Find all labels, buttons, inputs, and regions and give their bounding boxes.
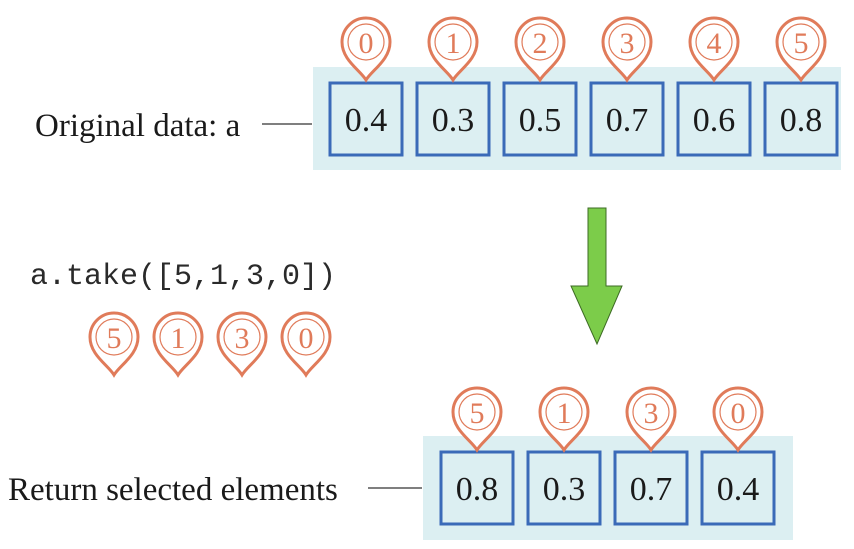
index-pin: 1 (427, 16, 479, 82)
cell-box (763, 81, 839, 157)
down-arrow-icon (570, 207, 623, 346)
cell-box (589, 81, 665, 157)
cell-box (613, 450, 689, 526)
index-number: 1 (557, 397, 572, 430)
index-pin: 4 (688, 16, 740, 82)
result-label: Return selected elements (8, 472, 338, 508)
result-array: 0.8 5 0.3 1 0.7 3 0.4 0 (439, 386, 776, 526)
take-index-pin: 5 (88, 311, 140, 377)
index-pin: 0 (340, 16, 392, 82)
index-number: 1 (171, 322, 186, 355)
index-pin: 3 (625, 386, 677, 452)
original-array: 0.4 0 0.3 1 0.5 2 0.7 3 0.6 4 0.8 5 (328, 16, 839, 157)
cell-value: 0.8 (456, 471, 499, 508)
cell-value: 0.3 (432, 102, 475, 139)
take-indices: 5 1 3 0 (88, 311, 332, 377)
cell-box (439, 450, 515, 526)
array-cell: 0.3 (526, 450, 602, 526)
index-pin: 2 (514, 16, 566, 82)
cell-value: 0.4 (345, 102, 388, 139)
array-cell: 0.3 (415, 81, 491, 157)
cell-value: 0.4 (717, 471, 760, 508)
index-pin: 5 (775, 16, 827, 82)
cell-value: 0.3 (543, 471, 586, 508)
index-number: 5 (107, 322, 122, 355)
index-number: 0 (731, 397, 746, 430)
array-cell: 0.8 (439, 450, 515, 526)
cell-box (415, 81, 491, 157)
index-pin: 1 (538, 386, 590, 452)
cell-value: 0.7 (630, 471, 673, 508)
take-index-pin: 0 (280, 311, 332, 377)
index-number: 1 (446, 27, 461, 60)
take-index-pin: 3 (216, 311, 268, 377)
index-number: 5 (470, 397, 485, 430)
array-cell: 0.4 (700, 450, 776, 526)
original-data-label: Original data: a (35, 108, 241, 144)
array-cell: 0.7 (589, 81, 665, 157)
take-code-label: a.take([5,1,3,0]) (30, 260, 336, 294)
index-number: 5 (794, 27, 809, 60)
cell-value: 0.5 (519, 102, 562, 139)
index-number: 3 (235, 322, 250, 355)
cell-value: 0.6 (693, 102, 736, 139)
index-number: 3 (620, 27, 635, 60)
cell-box (328, 81, 404, 157)
cell-box (676, 81, 752, 157)
array-cell: 0.8 (763, 81, 839, 157)
take-index-pin: 1 (152, 311, 204, 377)
index-number: 2 (533, 27, 548, 60)
cell-value: 0.7 (606, 102, 649, 139)
index-number: 3 (644, 397, 659, 430)
index-pin: 3 (601, 16, 653, 82)
array-cell: 0.4 (328, 81, 404, 157)
index-number: 4 (707, 27, 722, 60)
index-number: 0 (359, 27, 374, 60)
index-pin: 0 (712, 386, 764, 452)
cell-box (502, 81, 578, 157)
array-cell: 0.5 (502, 81, 578, 157)
cell-box (526, 450, 602, 526)
index-pin: 5 (451, 386, 503, 452)
array-cell: 0.6 (676, 81, 752, 157)
array-cell: 0.7 (613, 450, 689, 526)
index-number: 0 (299, 322, 314, 355)
cell-value: 0.8 (780, 102, 823, 139)
cell-box (700, 450, 776, 526)
